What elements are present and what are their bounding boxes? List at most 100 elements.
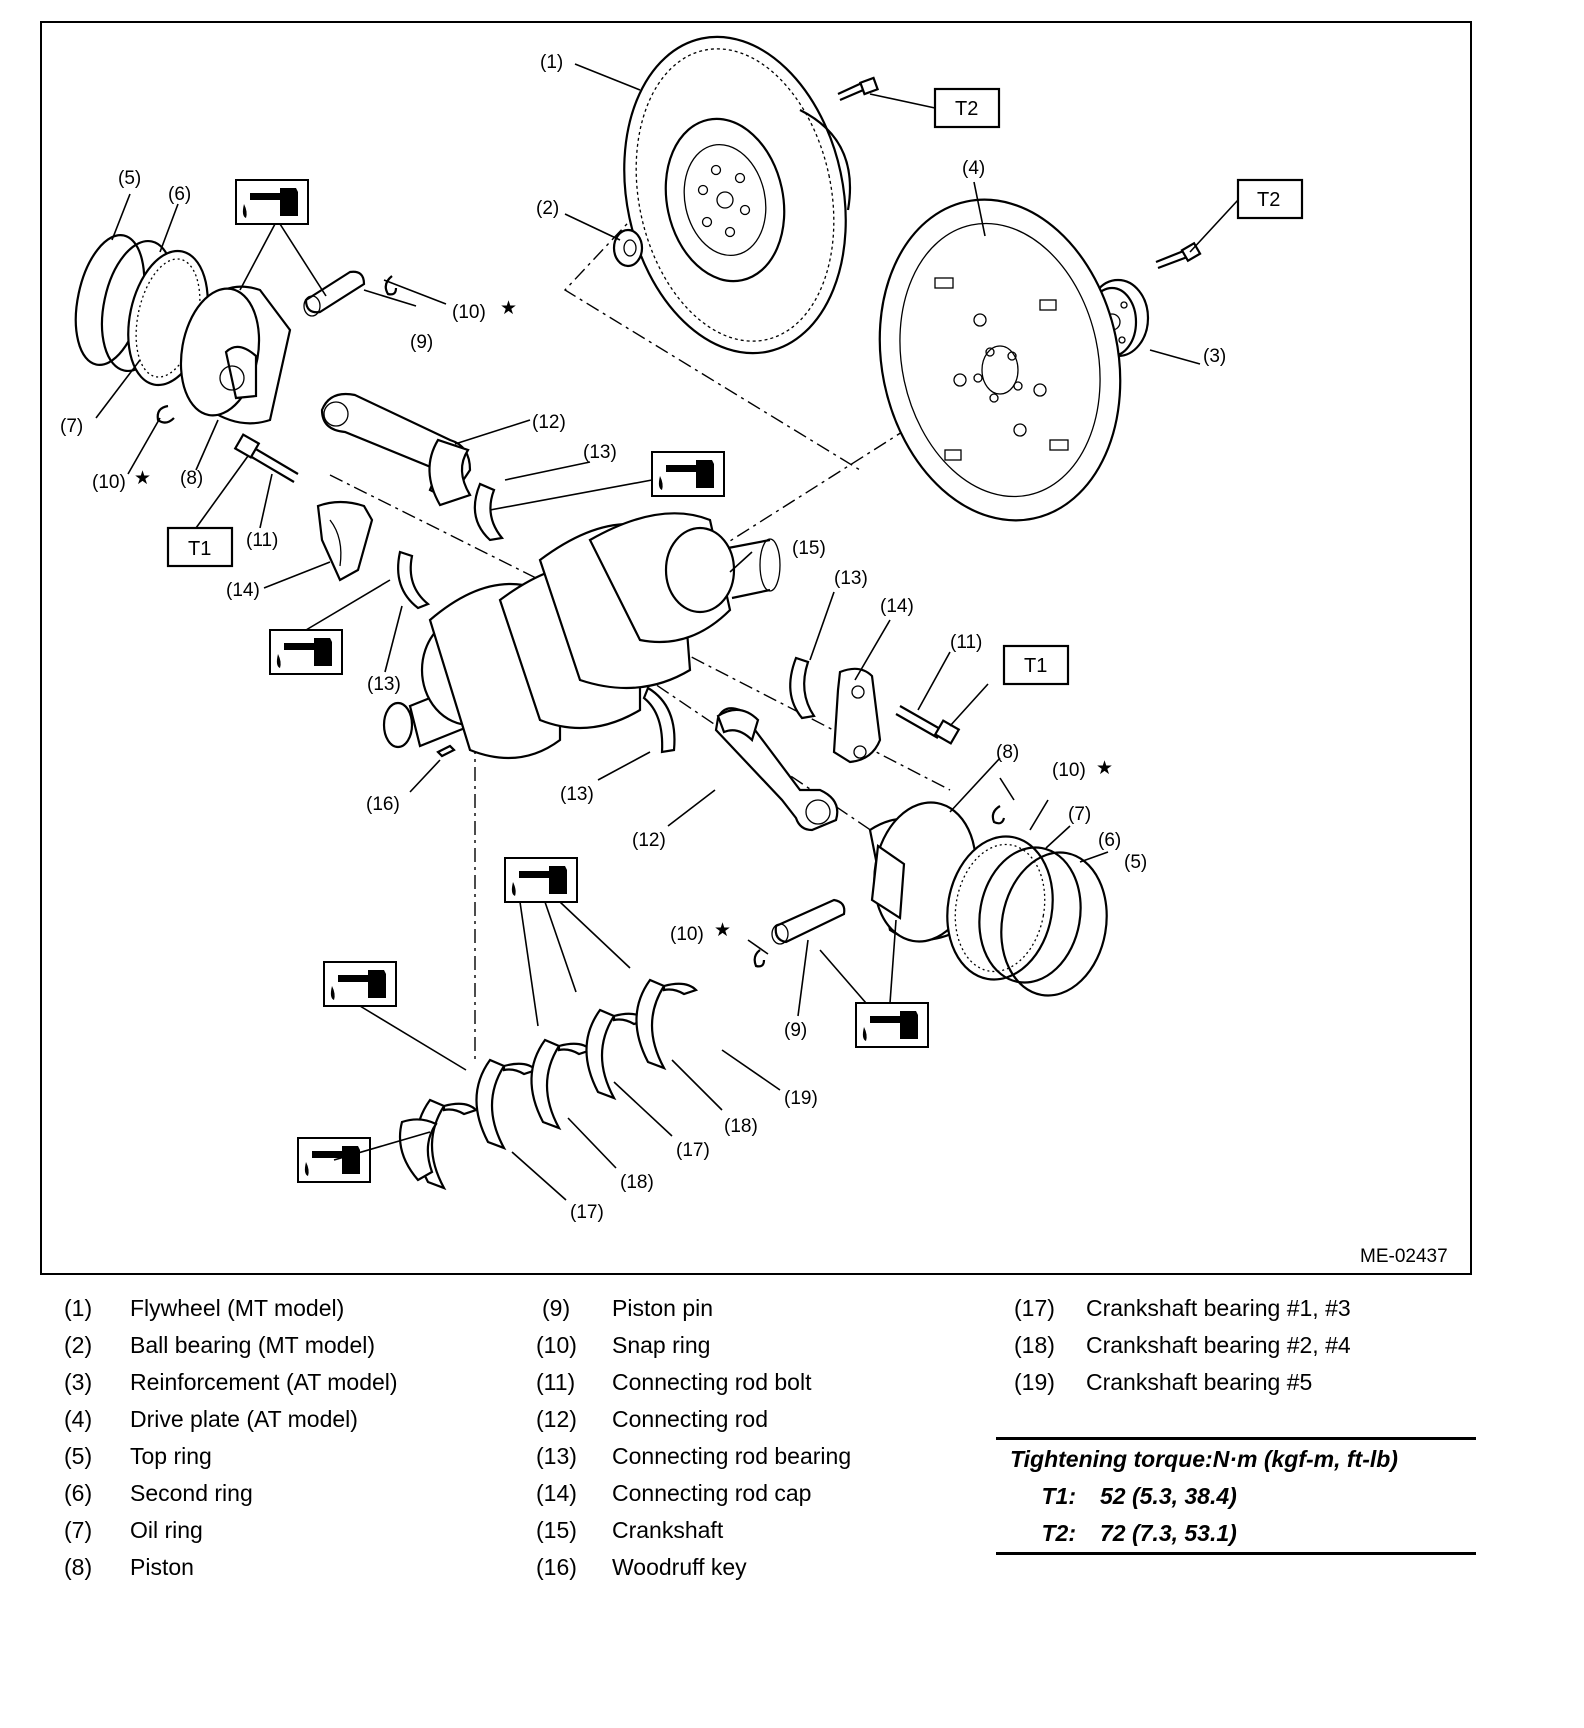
legend-label: Oil ring bbox=[130, 1517, 203, 1543]
crankshaft-bearing-19 bbox=[635, 978, 698, 1070]
legend-item: (4)Drive plate (AT model) bbox=[64, 1401, 398, 1438]
legend-label: Snap ring bbox=[612, 1332, 711, 1358]
callout-17-lower: (17) bbox=[570, 1202, 604, 1223]
connecting-rod-lower bbox=[714, 707, 839, 832]
snap-ring-upper-left bbox=[384, 275, 398, 296]
torque-row-t2: T2: 72 (7.3, 53.1) bbox=[996, 1515, 1476, 1552]
legend-label: Top ring bbox=[130, 1443, 212, 1469]
legend-number: (12) bbox=[536, 1406, 577, 1432]
legend-number: (18) bbox=[1014, 1332, 1055, 1358]
callout-15: (15) bbox=[792, 538, 826, 559]
legend-item: (12)Connecting rod bbox=[536, 1401, 851, 1438]
oil-can-icon bbox=[651, 451, 725, 497]
legend-item: (5) Top ring bbox=[64, 1438, 398, 1475]
legend-number: (6) bbox=[64, 1480, 93, 1506]
drive-plate bbox=[878, 198, 1122, 522]
legend-number: (15) bbox=[536, 1517, 577, 1543]
torque-tag-t1-right: T1 bbox=[1024, 655, 1047, 677]
legend-number: (3) bbox=[64, 1369, 93, 1395]
callout-6-right: (6) bbox=[1098, 830, 1121, 851]
crankshaft bbox=[382, 512, 781, 760]
legend-item: (16)Woodruff key bbox=[536, 1549, 851, 1586]
callout-8-right: (8) bbox=[996, 742, 1019, 763]
legend-label: Piston bbox=[130, 1554, 194, 1580]
callout-6-left: (6) bbox=[168, 184, 191, 205]
crankshaft-bearing-17b bbox=[530, 1038, 593, 1130]
torque-tag-t2-flywheel: T2 bbox=[955, 98, 978, 120]
connecting-rod-upper bbox=[320, 392, 472, 507]
callout-18-upper: (18) bbox=[724, 1116, 758, 1137]
callout-5-right: (5) bbox=[1124, 852, 1147, 873]
legend-label: Piston pin bbox=[612, 1295, 714, 1321]
connecting-rod-bearing-4 bbox=[642, 686, 676, 754]
legend-item: (8) Piston bbox=[64, 1549, 398, 1586]
callout-13-lower: (13) bbox=[560, 784, 594, 805]
torque-key: T2: bbox=[1041, 1520, 1077, 1546]
legend-label: Woodruff key bbox=[612, 1554, 747, 1580]
snap-ring-right-upper bbox=[991, 805, 1006, 825]
torque-title: Tightening torque:N·m (kgf-m, ft-lb) bbox=[1010, 1446, 1398, 1472]
legend-label: Crankshaft bearing #5 bbox=[1086, 1369, 1313, 1395]
callout-7-left: (7) bbox=[60, 416, 83, 437]
legend-number: (7) bbox=[64, 1517, 93, 1543]
callout-4: (4) bbox=[962, 158, 985, 179]
tightening-torque-table: Tightening torque:N·m (kgf-m, ft-lb) T1:… bbox=[996, 1437, 1476, 1555]
flywheel-bolt bbox=[837, 76, 880, 102]
legend-label: Connecting rod cap bbox=[612, 1480, 812, 1506]
callout-13-right: (13) bbox=[834, 568, 868, 589]
legend-item: (13)Connecting rod bearing bbox=[536, 1438, 851, 1475]
oil-can-icon bbox=[269, 629, 343, 675]
legend-number: (1) bbox=[64, 1295, 93, 1321]
callout-3: (3) bbox=[1203, 346, 1226, 367]
legend-label: Reinforcement (AT model) bbox=[130, 1369, 398, 1395]
callout-16: (16) bbox=[366, 794, 400, 815]
torque-tag-t2-reinforcement: T2 bbox=[1257, 189, 1280, 211]
torque-tag-box bbox=[933, 87, 1001, 129]
callout-8-left: (8) bbox=[180, 468, 203, 489]
piston-right bbox=[868, 801, 1108, 997]
crankshaft-bearing-18a bbox=[475, 1058, 538, 1150]
torque-tag-t1-left: T1 bbox=[188, 538, 211, 560]
callout-5-left: (5) bbox=[118, 168, 141, 189]
legend-label: Ball bearing (MT model) bbox=[130, 1332, 376, 1358]
legend-number: (13) bbox=[536, 1443, 577, 1469]
connecting-rod-cap-left bbox=[316, 500, 374, 582]
callout-1: (1) bbox=[540, 52, 563, 73]
snap-ring-right-lower bbox=[753, 949, 766, 968]
connecting-rod-cap-right bbox=[832, 667, 882, 764]
legend-item: (17) Crankshaft bearing #1, #3 bbox=[1014, 1290, 1351, 1327]
figure-frame bbox=[40, 21, 1472, 1275]
callout-9-lower: (9) bbox=[784, 1020, 807, 1041]
callout-13-left: (13) bbox=[367, 674, 401, 695]
callout-19: (19) bbox=[784, 1088, 818, 1109]
legend-item: (11)Connecting rod bolt bbox=[536, 1364, 851, 1401]
legend-number: (8) bbox=[64, 1554, 93, 1580]
torque-tag-box bbox=[1236, 178, 1304, 220]
legend-item: (14)Connecting rod cap bbox=[536, 1475, 851, 1512]
piston-pin-left bbox=[303, 270, 366, 317]
legend-number: (5) bbox=[64, 1443, 93, 1469]
reinforcement-bolt bbox=[1155, 241, 1202, 270]
snap-ring-lower-left bbox=[156, 404, 175, 424]
callout-11-right: (11) bbox=[950, 632, 982, 653]
legend-item: (1) Flywheel (MT model) bbox=[64, 1290, 398, 1327]
callout-10-lower: (10) bbox=[670, 924, 704, 945]
legend-label: Crankshaft bearing #1, #3 bbox=[1086, 1295, 1351, 1321]
legend-number: (17) bbox=[1014, 1295, 1055, 1321]
legend-item: (6)Second ring bbox=[64, 1475, 398, 1512]
star-icon: ★ bbox=[1096, 758, 1113, 779]
legend-label: Flywheel (MT model) bbox=[130, 1295, 345, 1321]
star-icon: ★ bbox=[500, 298, 517, 319]
leader-lines bbox=[95, 63, 1239, 1201]
woodruff-key bbox=[436, 744, 456, 758]
oil-can-icon bbox=[504, 857, 578, 903]
legend-label: Crankshaft bearing #2, #4 bbox=[1086, 1332, 1351, 1358]
flywheel bbox=[623, 35, 852, 355]
legend-item: (18) Crankshaft bearing #2, #4 bbox=[1014, 1327, 1351, 1364]
torque-tag-box bbox=[1002, 644, 1070, 686]
legend-item: (15)Crankshaft bbox=[536, 1512, 851, 1549]
legend-number: (19) bbox=[1014, 1369, 1055, 1395]
callout-14-right: (14) bbox=[880, 596, 914, 617]
legend-number: (9) bbox=[542, 1295, 571, 1321]
